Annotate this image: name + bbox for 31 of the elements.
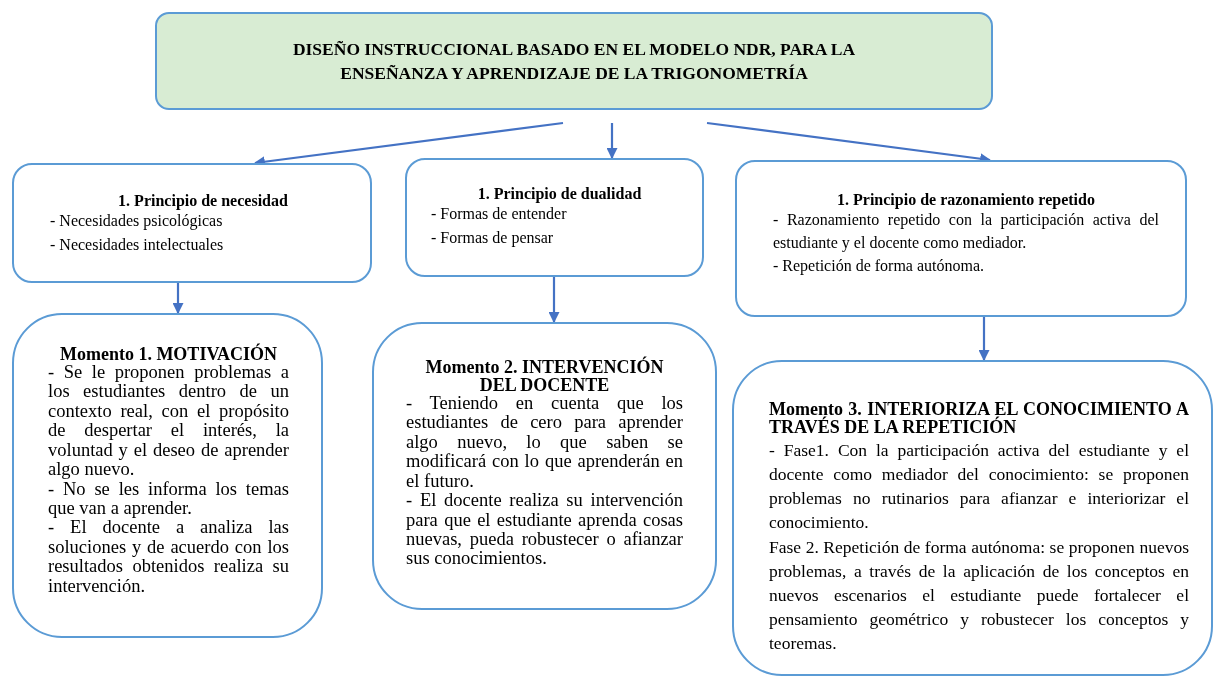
- principle-box: [12, 163, 372, 283]
- bullet-text: - Repetición de forma autónoma.: [773, 256, 986, 277]
- bullet-text: - Se le proponen problemas a los estudiantes dentro de un contexto real, con el propósito de despertar el interés, la voluntad y el deseo de aprender algo nuevo.: [48, 363, 289, 480]
- bullet-text: - Fase1. Con la participación activa del estudiante y el docente como mediador del conocimiento: se proponen problemas no rutinarios para afianzar e interiorizar el conocimiento.: [769, 439, 1189, 535]
- box-heading: 1. Principio de dualidad: [476, 186, 643, 202]
- moment-box: [732, 360, 1213, 676]
- arrow: [172, 283, 184, 315]
- title-box: [155, 12, 993, 110]
- bullet-text: - El docente realiza su intervención para que el estudiante aprenda cosas nuevas, pueda robustecer o afianzar sus conocimientos.: [406, 491, 683, 569]
- box-heading: Momento 1. MOTIVACIÓN: [58, 345, 279, 363]
- principle-box: [405, 158, 704, 277]
- bullet-text: - Necesidades intelectuales: [50, 235, 225, 255]
- arrow: [548, 277, 560, 324]
- moment-box: [372, 322, 717, 610]
- arrow: [606, 123, 618, 160]
- bullet-text: - Formas de entender: [431, 204, 568, 224]
- bullet-text: Fase 2. Repetición de forma autónoma: se proponen nuevos problemas, a través de la aplicación de los conceptos en nuevos escenarios el estudiante puede fortalecer el pensamiento geométrico y robustecer los conceptos y teoremas.: [769, 535, 1189, 656]
- arrow: [978, 317, 990, 362]
- bullet-text: - El docente a analiza las soluciones y de acuerdo con los resultados obtenidos realiza su intervención.: [48, 518, 289, 597]
- box-heading: 1. Principio de razonamiento repetido: [836, 192, 1096, 208]
- box-heading: Momento 3. INTERIORIZA EL CONOCIMIENTO A TRAVÉS DE LA REPETICIÓN: [769, 400, 1189, 436]
- heading-text: DISEÑO INSTRUCCIONAL BASADO EN EL MODELO NDR, PARA LA ENSEÑANZA Y APRENDIZAJE DE LA TRIGONOMETRÍA: [291, 38, 857, 85]
- principle-box: [735, 160, 1187, 317]
- bullet-text: - Formas de pensar: [431, 228, 555, 249]
- box-heading: Momento 2. INTERVENCIÓN DEL DOCENTE: [424, 358, 665, 394]
- moment-box: [12, 313, 323, 638]
- box-heading: 1. Principio de necesidad: [117, 193, 289, 209]
- bullet-text: - Necesidades psicológicas: [50, 211, 224, 232]
- bullet-text: - No se les informa los temas que van a aprender.: [48, 479, 289, 519]
- bullet-text: - Razonamiento repetido con la participación activa del estudiante y el docente como mediador.: [773, 210, 1159, 254]
- bullet-text: - Teniendo en cuenta que los estudiantes de cero para aprender algo nuevo, lo que saben se modificará con lo que aprenderán en el futuro.: [406, 394, 683, 492]
